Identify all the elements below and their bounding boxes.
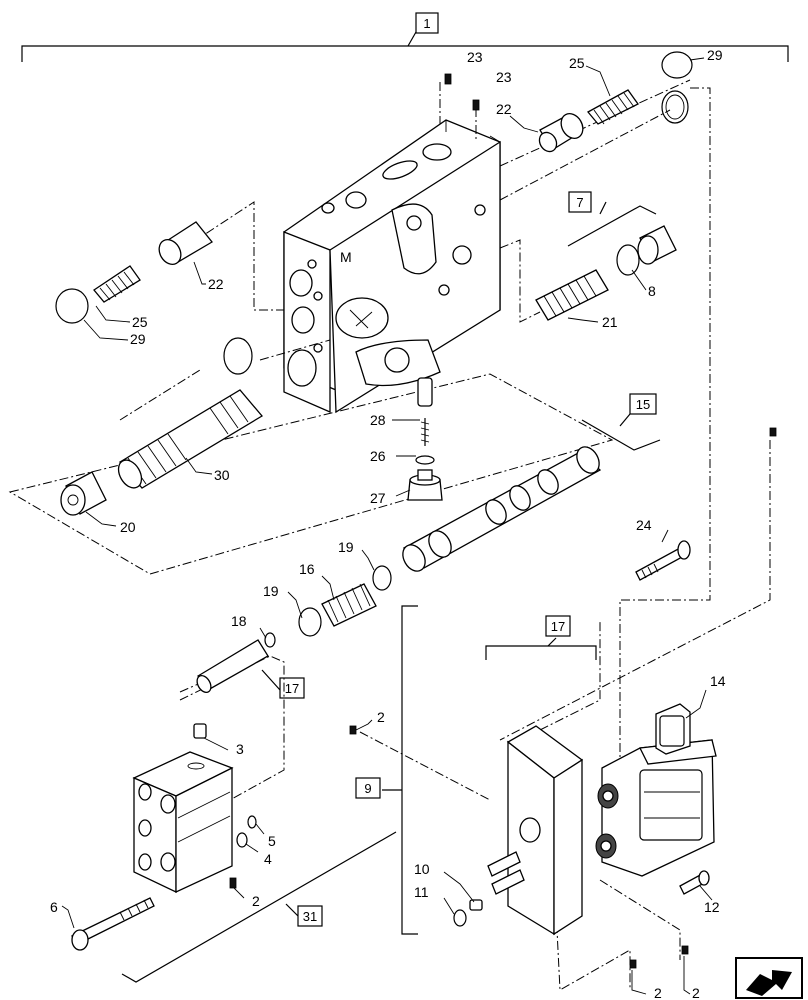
boxed-label-7: 7 [576, 195, 583, 210]
callout-28: 28 [370, 412, 386, 428]
boxed-label-15: 15 [636, 397, 650, 412]
assembly-9-bracket: 9 [355, 605, 418, 935]
valve-housing: M [283, 119, 501, 414]
left-spool-group [60, 337, 263, 516]
callout-19-lower: 19 [263, 583, 279, 599]
callout-21: 21 [602, 314, 618, 330]
callout-8: 8 [648, 283, 656, 299]
callout-14: 14 [710, 673, 726, 689]
upper-right-plug-group [538, 51, 693, 153]
housing-marking: M [340, 249, 352, 265]
set-screws-23 [444, 73, 480, 111]
assembly-leader-lines [8, 79, 771, 991]
assembly-17-bracket-left: 17 [261, 669, 305, 699]
callout-20: 20 [120, 519, 136, 535]
spring-group [196, 565, 392, 694]
arrow-icon [746, 970, 792, 996]
callout-25-left: 25 [132, 314, 148, 330]
callout-2-upper: 2 [377, 709, 385, 725]
callout-leaders [61, 57, 713, 995]
callout-29-left: 29 [130, 331, 146, 347]
callout-25-top: 25 [569, 55, 585, 71]
callout-2-bottom-b: 2 [692, 985, 700, 1000]
callout-11: 11 [414, 884, 429, 900]
callout-6: 6 [50, 899, 58, 915]
boxed-label-17-left: 17 [285, 681, 299, 696]
callout-23-b: 23 [496, 69, 512, 85]
callout-26: 26 [370, 448, 386, 464]
right-plug-group-7: 7 [535, 191, 677, 321]
main-spool-15: 15 [402, 393, 661, 572]
callout-29-top: 29 [707, 47, 723, 63]
callout-30: 30 [214, 467, 230, 483]
boxed-label-31: 31 [303, 909, 317, 924]
callout-4: 4 [264, 851, 272, 867]
navigation-arrow-button[interactable] [735, 957, 803, 999]
callout-22-left: 22 [208, 276, 224, 292]
callout-24: 24 [636, 517, 652, 533]
end-cap-31: 31 [71, 723, 397, 983]
callout-23-a: 23 [467, 49, 483, 65]
callout-22-top: 22 [496, 101, 512, 117]
callout-12: 12 [704, 899, 720, 915]
callout-10: 10 [414, 861, 430, 877]
center-plug-group [407, 377, 443, 501]
callout-18: 18 [231, 613, 247, 629]
callout-2-bottom-a: 2 [654, 985, 662, 1000]
adapter-plate [349, 725, 689, 969]
callout-27: 27 [370, 490, 386, 506]
callout-2-left: 2 [252, 893, 260, 909]
solenoid-14 [595, 703, 717, 895]
callout-numbers: 23 23 25 29 22 22 25 29 8 21 28 26 27 30… [50, 47, 726, 1000]
callout-3: 3 [236, 741, 244, 757]
bolt-24 [635, 427, 777, 581]
callout-19-upper: 19 [338, 539, 354, 555]
boxed-label-1: 1 [423, 16, 430, 31]
callout-16: 16 [299, 561, 315, 577]
left-plug-group [55, 221, 213, 324]
callout-5: 5 [268, 833, 276, 849]
assembly-17-bracket-right: 17 [485, 615, 597, 660]
assembly-1-bracket: 1 [21, 12, 789, 62]
boxed-label-9: 9 [364, 781, 371, 796]
boxed-label-17-right: 17 [551, 619, 565, 634]
